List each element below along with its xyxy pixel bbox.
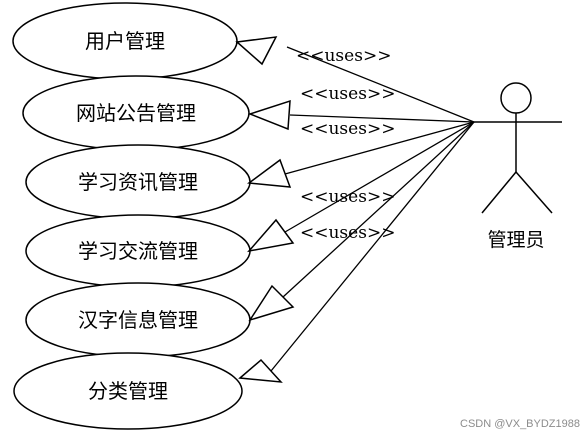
arrowhead <box>247 99 291 131</box>
association-line <box>282 121 475 298</box>
watermark: CSDN @VX_BYDZ1988 <box>460 418 580 430</box>
association-lines <box>270 46 475 372</box>
use-case-learning-exchange-management: 学习交流管理 <box>25 214 251 288</box>
use-case-learning-news-management: 学习资讯管理 <box>25 144 251 220</box>
association-line <box>270 121 475 372</box>
use-case-label: 汉字信息管理 <box>78 308 198 332</box>
use-case-category-management: 分类管理 <box>13 352 243 430</box>
arrowhead <box>235 36 278 66</box>
actor-figure <box>474 82 562 214</box>
uses-label: <<uses>> <box>300 84 395 104</box>
use-case-label: 学习资讯管理 <box>78 170 198 194</box>
arrowhead <box>248 284 295 322</box>
use-case-label: 学习交流管理 <box>78 239 198 263</box>
arrowhead <box>238 358 283 383</box>
association-line <box>286 46 475 123</box>
use-case-chinese-character-management: 汉字信息管理 <box>25 282 251 358</box>
arrowhead <box>246 158 292 188</box>
use-case-label: 分类管理 <box>88 379 168 403</box>
use-case-announcement-management: 网站公告管理 <box>22 75 250 151</box>
association-line <box>284 121 475 233</box>
actor-head <box>500 82 532 114</box>
arrowheads <box>235 36 295 383</box>
actor-label: 管理员 <box>487 229 544 251</box>
uses-label: <<uses>> <box>296 46 391 66</box>
uses-label: <<uses>> <box>300 119 395 139</box>
actor-right-leg <box>515 171 553 214</box>
uses-label: <<uses>> <box>300 223 395 243</box>
use-case-user-management: 用户管理 <box>12 2 238 80</box>
use-case-label: 网站公告管理 <box>76 101 196 125</box>
use-case-label: 用户管理 <box>85 29 165 53</box>
association-line <box>289 114 475 123</box>
association-line <box>284 121 475 175</box>
actor-left-leg <box>481 171 517 214</box>
uses-label: <<uses>> <box>300 187 395 207</box>
arrowhead <box>247 218 295 253</box>
